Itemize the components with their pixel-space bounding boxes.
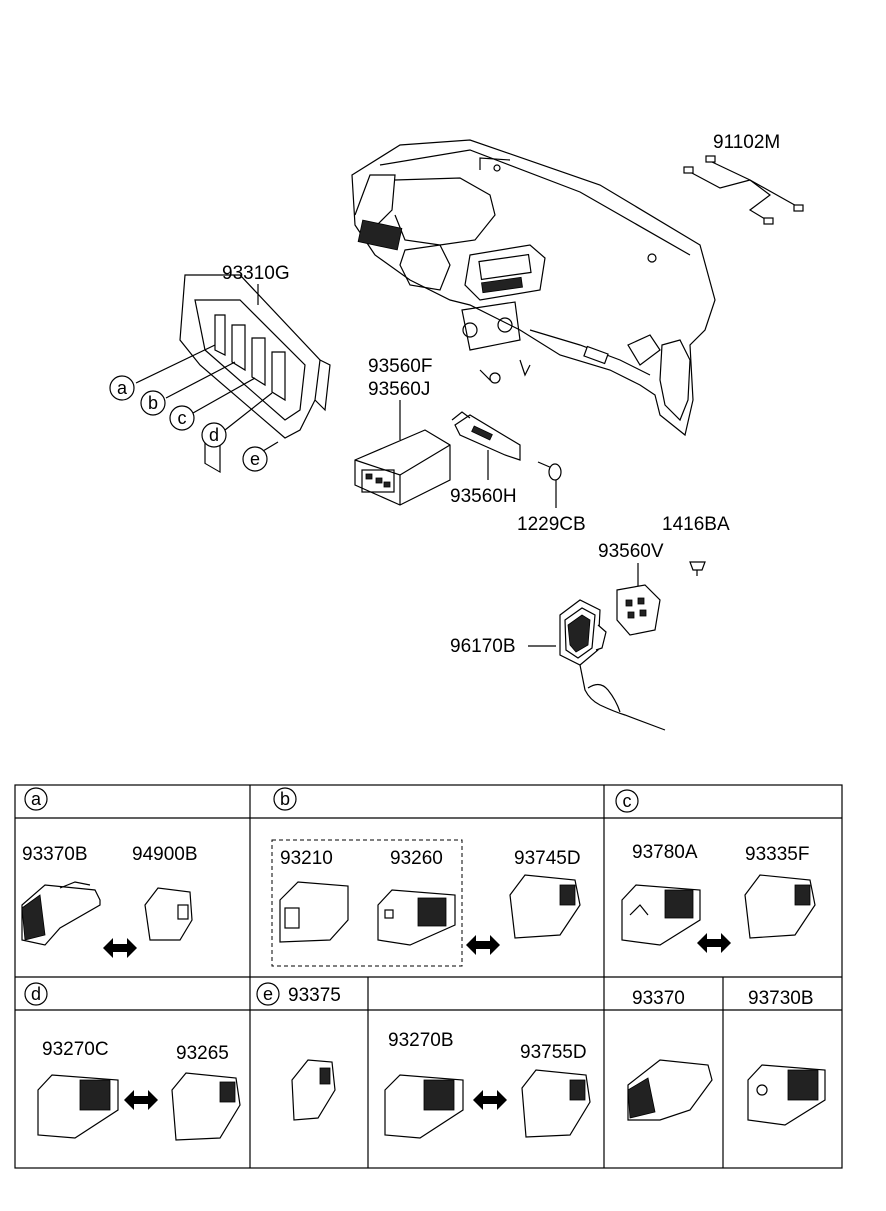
- slot-b-marker: [140, 390, 166, 416]
- slot-d-marker: [201, 422, 227, 448]
- section-b-part-2-label: 93260: [390, 848, 443, 869]
- switch-93745d-illustration: [509, 874, 581, 939]
- module-label-2: 93560J: [368, 379, 430, 400]
- section-b-part-3-label: 93745D: [514, 848, 581, 869]
- slot-c-marker: [169, 405, 195, 431]
- mic-holder-illustration: [616, 584, 661, 636]
- dashboard-illustration: [351, 139, 716, 437]
- section-e-part-2-label: 93270B: [388, 1030, 454, 1051]
- switch-93755d-illustration: [521, 1069, 591, 1138]
- slot-e-letter: e: [250, 449, 260, 469]
- section-c-part-1-label: 93780A: [632, 842, 698, 863]
- screw-label: 1229CB: [517, 514, 586, 535]
- switch-93375-illustration: [291, 1059, 336, 1121]
- switch-93780a-illustration: [621, 884, 701, 946]
- clip-illustration: [689, 561, 706, 576]
- section-b-letter: b: [280, 789, 290, 809]
- switch-bezel-illustration: [179, 274, 331, 473]
- switch-93270c-illustration: [37, 1074, 119, 1139]
- switch-93260-illustration: [377, 889, 456, 946]
- section-c-part-2-label: 93335F: [745, 844, 809, 865]
- bezel-label: 93310G: [222, 263, 290, 284]
- section-c-letter: c: [623, 791, 632, 811]
- harness-label: 91102M: [713, 132, 780, 153]
- switch-93370b-illustration: [21, 881, 101, 946]
- section-d-part-2-label: 93265: [176, 1043, 229, 1064]
- screw-illustration: [537, 461, 562, 481]
- bracket-illustration: [451, 411, 521, 461]
- section-f-part-label: 93370: [632, 988, 685, 1009]
- parts-table-grid: [14, 784, 843, 1169]
- switch-93265-illustration: [171, 1072, 241, 1141]
- section-e-letter: e: [263, 984, 273, 1004]
- control-module-illustration: [354, 429, 451, 506]
- switch-93270b-illustration: [384, 1074, 464, 1139]
- module-label-1: 93560F: [368, 356, 432, 377]
- bracket-label: 93560H: [450, 486, 517, 507]
- wire-harness-illustration: [683, 155, 804, 225]
- switch-93730b-illustration: [747, 1064, 826, 1126]
- section-a-part-2-label: 94900B: [132, 844, 198, 865]
- interchange-arrow-e: [473, 1090, 507, 1110]
- switch-93335f-illustration: [744, 874, 816, 939]
- section-a-part-1-label: 93370B: [22, 844, 88, 865]
- switch-93210-illustration: [279, 881, 349, 943]
- mic-holder-label: 93560V: [598, 541, 664, 562]
- interchange-arrow-d: [124, 1090, 158, 1110]
- clip-label: 1416BA: [662, 514, 730, 535]
- section-a-letter: a: [31, 789, 42, 809]
- switch-94900b-illustration: [144, 887, 193, 941]
- slot-a-letter: a: [117, 378, 128, 398]
- interchange-arrow-c: [697, 933, 731, 953]
- slot-e-marker: [242, 446, 268, 472]
- section-e-part-93375-label: 93375: [288, 985, 341, 1006]
- interchange-arrow-a: [103, 938, 137, 958]
- switch-93370-illustration: [627, 1059, 713, 1121]
- slot-d-letter: d: [209, 425, 219, 445]
- interchange-arrow-b: [466, 935, 500, 955]
- section-d-letter: d: [31, 984, 41, 1004]
- slot-c-letter: c: [178, 408, 187, 428]
- section-b-part-1-label: 93210: [280, 848, 333, 869]
- microphone-handset-illustration: [559, 599, 666, 731]
- handset-label: 96170B: [450, 636, 516, 657]
- slot-a-marker: [109, 375, 135, 401]
- slot-b-letter: b: [148, 393, 158, 413]
- section-g-part-label: 93730B: [748, 988, 814, 1009]
- section-d-part-1-label: 93270C: [42, 1039, 109, 1060]
- section-e-part-3-label: 93755D: [520, 1042, 587, 1063]
